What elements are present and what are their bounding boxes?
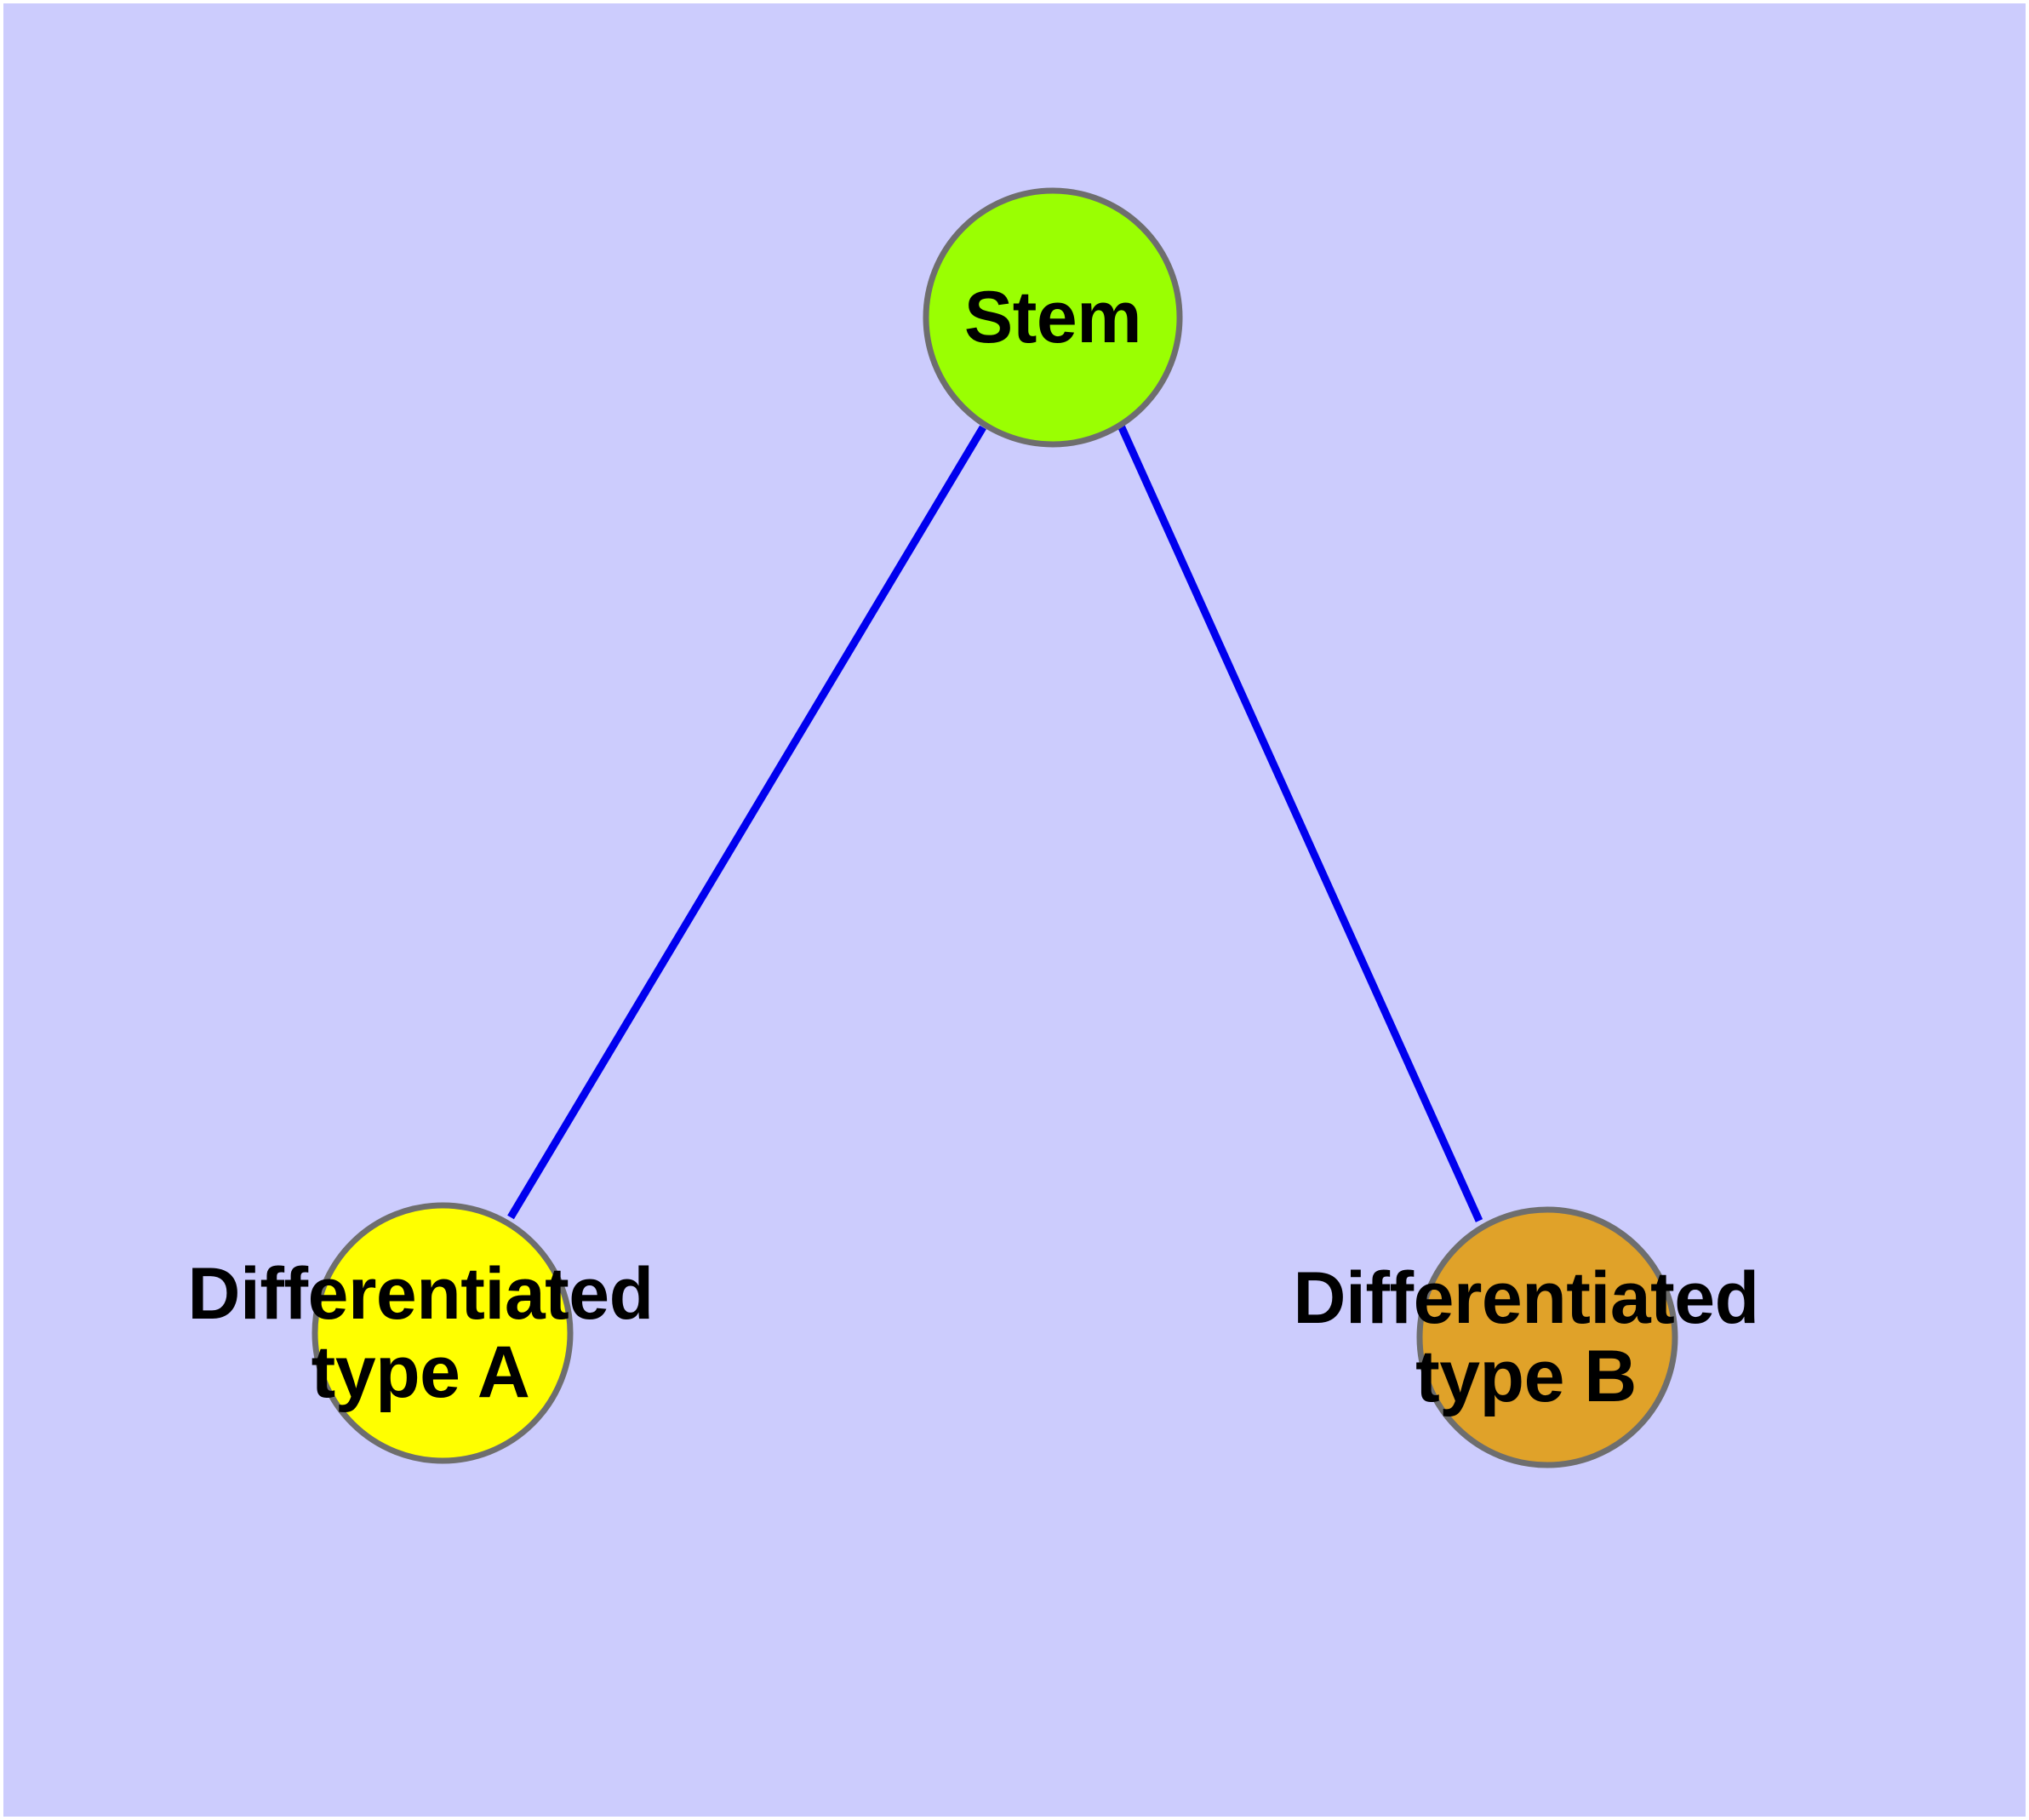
edge-stem-to-diff-b[interactable] — [1117, 424, 1483, 1222]
node-differentiated-type-a[interactable] — [311, 1202, 574, 1464]
graph-svg — [311, 187, 1678, 1468]
edge-stem-to-diff-a[interactable] — [507, 425, 986, 1220]
node-differentiated-type-b[interactable] — [1416, 1206, 1678, 1468]
node-stem[interactable] — [923, 187, 1183, 448]
edge-layer — [507, 424, 1483, 1222]
node-layer — [311, 187, 1678, 1468]
